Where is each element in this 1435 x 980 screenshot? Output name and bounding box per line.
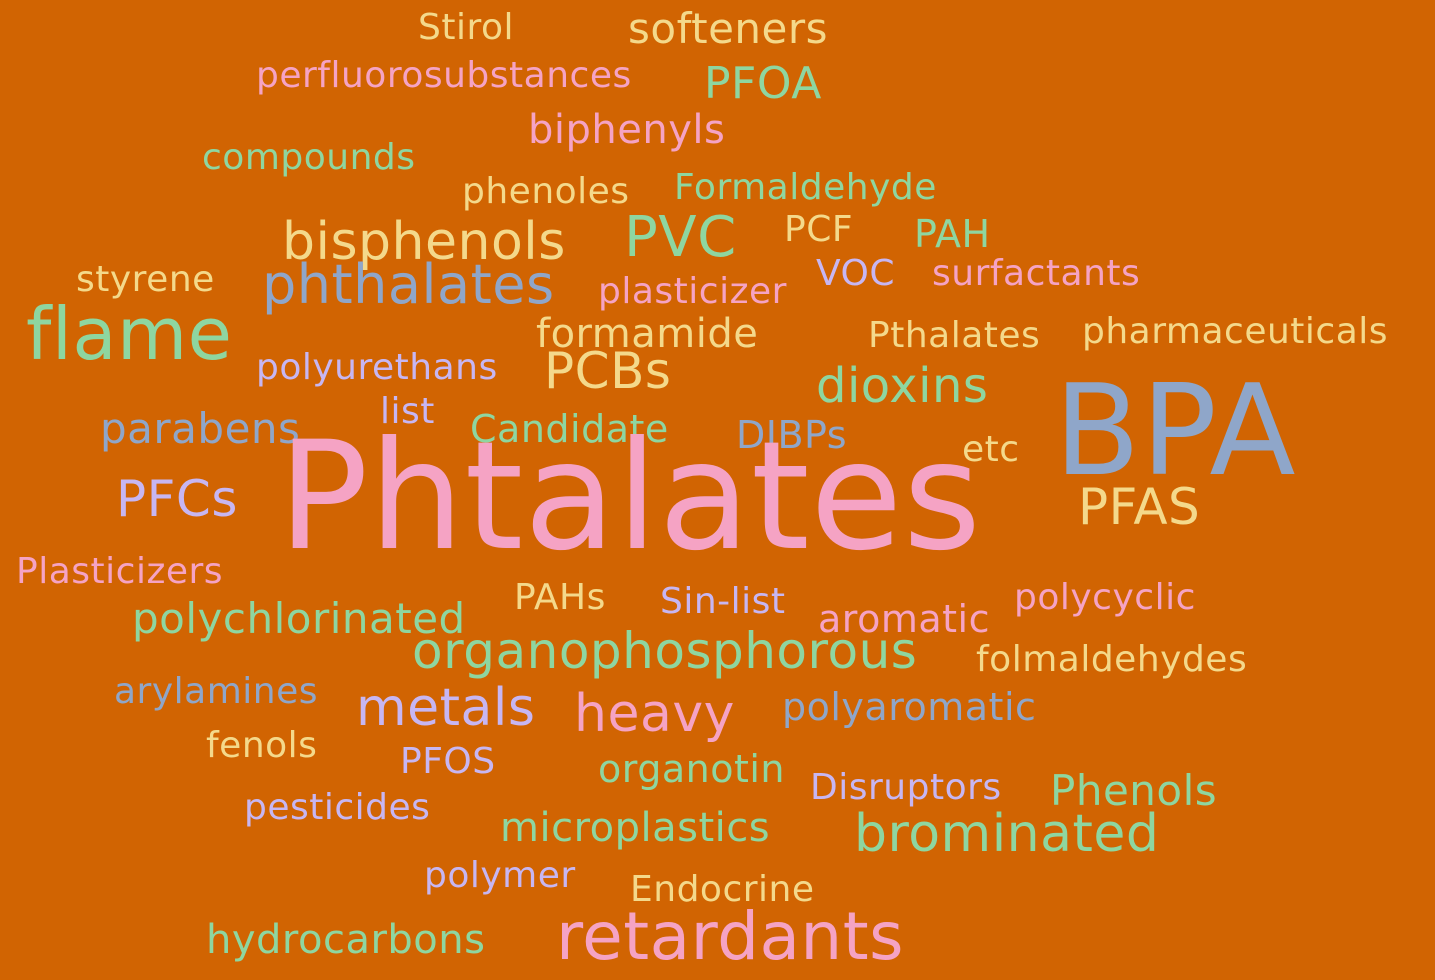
word-styrene: styrene xyxy=(76,259,215,300)
word-pesticides: pesticides xyxy=(244,787,431,828)
word-list: list xyxy=(380,391,435,432)
word-perfluorosubstances: perfluorosubstances xyxy=(256,55,632,96)
word-biphenyls: biphenyls xyxy=(528,107,726,153)
word-phthalates: phthalates xyxy=(262,253,555,316)
word-parabens: parabens xyxy=(100,404,301,453)
word-pcbs: PCBs xyxy=(544,342,672,400)
word-voc: VOC xyxy=(816,253,895,294)
word-polycyclic: polycyclic xyxy=(1014,577,1196,618)
word-pah: PAH xyxy=(914,212,991,256)
word-formamide: formamide xyxy=(536,311,759,357)
word-dioxins: dioxins xyxy=(816,358,989,414)
word-polyurethans: polyurethans xyxy=(256,347,498,388)
word-plasticizers: Plasticizers xyxy=(16,551,224,592)
word-aromatic: aromatic xyxy=(818,597,990,641)
word-plasticizer: plasticizer xyxy=(598,271,787,312)
word-pfas: PFAS xyxy=(1078,478,1201,536)
word-bisphenols: bisphenols xyxy=(282,212,566,272)
word-endocrine: Endocrine xyxy=(630,869,815,910)
word-softeners: softeners xyxy=(628,4,829,53)
word-pahs: PAHs xyxy=(514,577,606,618)
word-phenoles: phenoles xyxy=(462,171,630,212)
word-pvc: PVC xyxy=(624,205,737,270)
word-flame: flame xyxy=(26,292,233,376)
word-candidate: Candidate xyxy=(470,407,669,451)
word-heavy: heavy xyxy=(574,684,735,744)
word-organotin: organotin xyxy=(598,747,785,791)
word-fenols: fenols xyxy=(206,725,318,766)
word-pfoa: PFOA xyxy=(704,58,822,109)
word-polymer: polymer xyxy=(424,855,576,896)
word-metals: metals xyxy=(356,678,536,738)
word-phenols: Phenols xyxy=(1050,766,1218,815)
word-pfos: PFOS xyxy=(400,741,496,782)
word-hydrocarbons: hydrocarbons xyxy=(206,917,486,963)
word-pthalates: Pthalates xyxy=(868,315,1041,356)
word-retardants: retardants xyxy=(556,898,905,975)
word-polyaromatic: polyaromatic xyxy=(782,685,1037,729)
word-arylamines: arylamines xyxy=(114,671,319,712)
word-polychlorinated: polychlorinated xyxy=(132,594,466,643)
word-surfactants: surfactants xyxy=(932,253,1141,294)
word-pharmaceuticals: pharmaceuticals xyxy=(1082,311,1389,352)
word-microplastics: microplastics xyxy=(500,805,771,851)
word-disruptors: Disruptors xyxy=(810,767,1002,808)
word-organophosphorous: organophosphorous xyxy=(412,622,918,680)
word-compounds: compounds xyxy=(202,137,416,178)
word-sin-list: Sin-list xyxy=(660,581,786,622)
word-etc: etc xyxy=(962,429,1020,470)
word-folmaldehydes: folmaldehydes xyxy=(976,639,1248,680)
word-phtalates: Phtalates xyxy=(278,410,982,584)
word-dibps: DIBPs xyxy=(736,413,848,457)
word-bpa: BPA xyxy=(1054,357,1297,504)
word-pfcs: PFCs xyxy=(116,470,238,528)
word-stirol: Stirol xyxy=(418,7,515,48)
word-formaldehyde: Formaldehyde xyxy=(674,167,937,208)
word-pcf: PCF xyxy=(784,209,854,250)
word-brominated: brominated xyxy=(854,804,1160,864)
